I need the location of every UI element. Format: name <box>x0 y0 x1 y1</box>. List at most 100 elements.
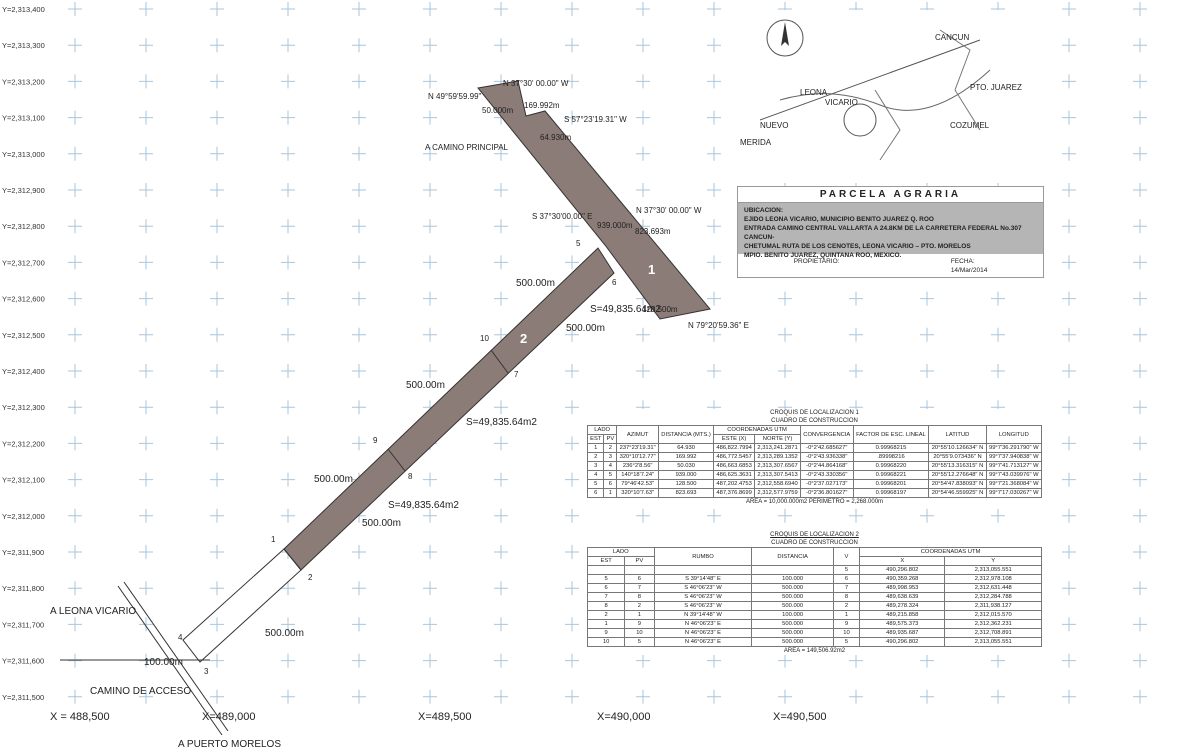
grid-cross <box>849 508 863 523</box>
grid-cross <box>281 327 295 342</box>
grid-cross <box>991 291 1005 306</box>
table-cell: 3 <box>586 461 605 471</box>
divider-line <box>387 448 406 472</box>
grid-cross <box>139 110 153 125</box>
place-label: LEONA <box>800 88 828 97</box>
grid-cross <box>68 327 82 342</box>
grid-cross <box>565 364 579 378</box>
grid-cross <box>494 255 508 270</box>
grid-cross <box>423 219 437 234</box>
table-cell: 1 <box>586 619 626 629</box>
grid-cross <box>565 327 579 342</box>
table-cell: N 46°06'23" E <box>653 619 753 629</box>
grid-cross <box>139 2 153 16</box>
table-cell: 0.99968201 <box>852 479 930 489</box>
grid-cross <box>565 508 579 523</box>
col-header: LADO <box>587 547 655 557</box>
grid-cross <box>210 653 224 668</box>
grid-cross <box>1133 364 1147 378</box>
grid-cross <box>1062 617 1076 632</box>
grid-cross <box>494 400 508 415</box>
table-cell: -0°2'42.685627" <box>799 443 854 453</box>
table-cell: 2 <box>586 610 626 620</box>
grid-cross <box>707 508 721 523</box>
table-cell: N 46°06'23" E <box>653 628 753 638</box>
grid-cross <box>352 364 366 378</box>
table-cell: 99°7'36.291790" W <box>985 443 1043 453</box>
y-axis-label: Y=2,311,500 <box>2 693 44 702</box>
grid-cross <box>210 183 224 197</box>
divider-line <box>490 349 509 374</box>
road-label: A PUERTO MORELOS <box>178 739 281 750</box>
grid-cross <box>636 653 650 668</box>
grid-cross <box>707 38 721 53</box>
grid-cross <box>1133 508 1147 523</box>
grid-cross <box>352 219 366 234</box>
grid-cross <box>281 581 295 596</box>
bearing-label: S 37°30'00.00" E <box>532 212 593 221</box>
grid-cross <box>707 364 721 378</box>
sub-header: NORTE (Y) <box>754 434 801 444</box>
table-caption: CUADRO DE CONSTRUCCION <box>771 540 858 546</box>
table-cell: 2,313,307.6567 <box>754 461 801 471</box>
grid-cross <box>1062 545 1076 559</box>
grid-cross <box>68 400 82 415</box>
vertex-label: 1 <box>271 535 276 544</box>
location-box: UBICACION: EJIDO LEONA VICARIO, MUNICIPI… <box>738 203 1043 259</box>
grid-cross <box>1062 472 1076 487</box>
table-cell: 5 <box>586 479 605 489</box>
area-label: S=49,835.64m2 <box>388 500 459 511</box>
grid-cross <box>565 581 579 596</box>
distance-label: 64.930m <box>540 133 571 142</box>
grid-cross <box>423 38 437 53</box>
vertex-label: 8 <box>408 472 413 481</box>
grid-cross <box>1133 400 1147 415</box>
grid-cross <box>139 364 153 378</box>
table-cell: 486,822.7994 <box>713 443 756 453</box>
grid-cross <box>1133 38 1147 53</box>
grid-cross <box>565 2 579 16</box>
vertex-label: 2 <box>308 573 313 582</box>
grid-cross <box>494 219 508 234</box>
table-cell: 20°55'9.073436" N <box>928 452 987 462</box>
grid-cross <box>352 327 366 342</box>
grid-cross <box>991 508 1005 523</box>
table-cell: 939.000 <box>657 470 715 480</box>
grid-cross <box>210 508 224 523</box>
grid-cross <box>423 146 437 161</box>
table-cell: 236°2'8.56" <box>616 461 659 471</box>
table-cell: 489,575.373 <box>859 619 946 629</box>
y-axis-label: Y=2,312,100 <box>2 476 45 485</box>
bearing-label: N 79°20'59.36" E <box>688 321 749 330</box>
col-header: LATITUD <box>928 425 987 444</box>
area-label: S=49,835.64m2 <box>466 417 537 428</box>
table-cell: 0.99968220 <box>852 461 930 471</box>
grid-cross <box>68 183 82 197</box>
grid-cross <box>565 617 579 632</box>
grid-cross <box>707 291 721 306</box>
construction-table-2: CROQUIS DE LOCALIZACION 2 CUADRO DE CONS… <box>586 531 1042 655</box>
sub-header: PV <box>603 434 618 444</box>
grid-cross <box>565 689 579 704</box>
table-cell: S 46°06'23" W <box>653 592 753 602</box>
grid-cross <box>281 436 295 451</box>
grid-cross <box>494 545 508 559</box>
table-cell: 1 <box>624 610 655 620</box>
grid-cross <box>281 400 295 415</box>
ubicacion-label: UBICACION: <box>744 207 783 214</box>
grid-cross <box>565 255 579 270</box>
sub-header: EST <box>586 434 605 444</box>
table-cell: 10 <box>586 637 626 647</box>
table-cell: 9 <box>624 619 655 629</box>
grid-cross <box>565 110 579 125</box>
grid-cross <box>1062 2 1076 16</box>
table-cell: 5 <box>603 470 618 480</box>
grid-cross <box>707 110 721 125</box>
grid-cross <box>423 617 437 632</box>
grid-cross <box>139 472 153 487</box>
grid-cross <box>68 2 82 16</box>
grid-cross <box>991 327 1005 342</box>
